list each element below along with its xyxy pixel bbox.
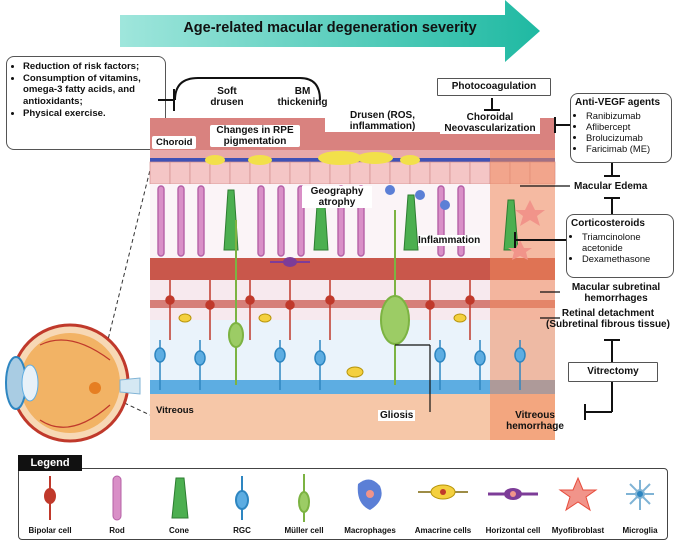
anti-vegf-item: Faricimab (ME): [586, 143, 667, 154]
amacrine-cell-icon: [418, 484, 468, 500]
corticosteroids-box: Corticosteroids Triamcinolone acetonide …: [566, 214, 674, 278]
vitrectomy-label: Vitrectomy: [587, 366, 639, 377]
legend-icons: [44, 474, 654, 522]
anti-vegf-box: Anti-VEGF agents Ranibizumab Aflibercept…: [570, 93, 672, 163]
anti-vegf-item: Aflibercept: [586, 121, 667, 132]
prevention-item: Reduction of risk factors;: [23, 61, 161, 72]
subretinal-hemorrhage-label: Macular subretinal hemorrhages: [571, 282, 661, 304]
legend-label: RGC: [233, 526, 251, 535]
soft-drusen-label: Soft drusen: [210, 86, 244, 108]
corticosteroids-title: Corticosteroids: [571, 218, 645, 229]
choroid-layer-label: Choroid: [152, 136, 197, 149]
legend-label: Rod: [109, 526, 125, 535]
legend-label: Müller cell: [284, 526, 324, 535]
cone-icon: [171, 477, 189, 519]
bipolar-cell-icon: [44, 476, 56, 520]
changes-rpe-label: Changes in RPE pigmentation: [210, 125, 300, 147]
legend-label: Macrophages: [344, 526, 396, 535]
legend-label: Amacrine cells: [414, 526, 472, 535]
legend-title: Legend: [18, 455, 82, 471]
gliosis-label: Gliosis: [378, 410, 416, 421]
prevention-item: Physical exercise.: [23, 108, 161, 119]
muller-cell-icon: [298, 474, 310, 522]
legend-label: Microglia: [622, 526, 658, 535]
eye-illustration: [5, 323, 141, 443]
anti-vegf-item: Brolucizumab: [586, 132, 667, 143]
macrophage-icon: [357, 479, 382, 510]
microglia-icon: [626, 480, 654, 510]
prevention-box: Reduction of risk factors; Consumption o…: [6, 56, 166, 150]
legend-label: Myofibroblast: [551, 526, 605, 535]
myofibroblast-icon: [558, 476, 598, 512]
inflammation-label: Inflammation: [418, 235, 481, 246]
corticosteroid-item: Triamcinolone acetonide: [582, 231, 669, 253]
corticosteroid-item: Dexamethasone: [582, 253, 669, 264]
photocoagulation-label: Photocoagulation: [451, 81, 537, 92]
page-title: Age-related macular degeneration severit…: [183, 20, 477, 36]
bm-thickening-label: BM thickening: [277, 86, 328, 108]
legend-box: [18, 468, 668, 540]
retinal-detachment-label: Retinal detachment (Subretinal fibrous t…: [546, 308, 670, 330]
vitreous-layer-label: Vitreous: [156, 405, 194, 416]
legend-label: Cone: [169, 526, 189, 535]
rgc-icon: [235, 476, 249, 520]
legend-label: Bipolar cell: [28, 526, 72, 535]
drusen-ros-label: Drusen (ROS, inflammation): [325, 110, 440, 132]
horizontal-cell-icon: [488, 488, 538, 500]
severity-arrow: [120, 0, 540, 62]
anti-vegf-item: Ranibizumab: [586, 110, 667, 121]
macular-edema-label: Macular Edema: [574, 181, 648, 192]
geography-atrophy-label: Geography atrophy: [302, 186, 372, 208]
legend-label: Horizontal cell: [485, 526, 541, 535]
vitrectomy-box: Vitrectomy: [568, 362, 658, 382]
vitreous-hemorrhage-label: Vitreous hemorrhage: [506, 410, 564, 432]
rod-icon: [112, 475, 122, 521]
prevention-item: Consumption of vitamins, omega-3 fatty a…: [23, 73, 161, 107]
photocoagulation-box: Photocoagulation: [437, 78, 551, 96]
anti-vegf-title: Anti-VEGF agents: [575, 97, 661, 108]
choroidal-neo-label: Choroidal Neovascularization: [440, 112, 540, 134]
